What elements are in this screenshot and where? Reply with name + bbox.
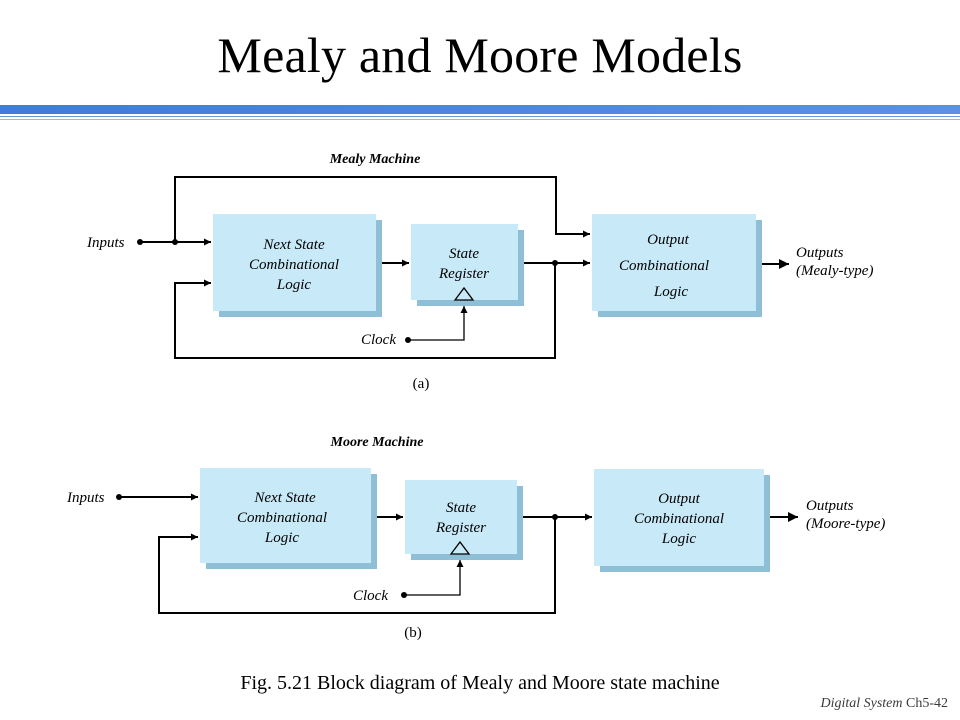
moore-output-line3: Logic (661, 531, 697, 547)
footer-page: Ch5-42 (906, 696, 948, 711)
moore-next-state-line2: Combinational (237, 510, 327, 526)
moore-state-register-block: State Register (405, 480, 523, 560)
mealy-next-state-block: Next State Combinational Logic (213, 214, 382, 317)
mealy-next-state-line2: Combinational (249, 257, 339, 273)
mealy-state-register-line2: Register (438, 266, 489, 282)
mealy-heading: Mealy Machine (329, 152, 421, 167)
moore-machine: Moore Machine Next State Combinational L… (66, 435, 885, 641)
mealy-output-line1: Output (647, 232, 690, 248)
moore-inputs-label: Inputs (66, 490, 105, 506)
moore-heading: Moore Machine (330, 435, 424, 450)
footer-course: Digital System (820, 696, 903, 711)
moore-next-state-block: Next State Combinational Logic (200, 468, 377, 569)
title-rule-thin-lower (0, 119, 960, 120)
mealy-sublabel: (a) (413, 376, 430, 392)
mealy-machine: Mealy Machine Next State Combinational L… (86, 152, 873, 392)
moore-clock-label: Clock (353, 588, 388, 604)
mealy-clock-triangle-icon (453, 286, 475, 301)
moore-outputs-type-label: (Moore-type) (806, 516, 885, 532)
moore-clock-wire (404, 560, 464, 596)
moore-clock-triangle-icon (449, 540, 471, 555)
mealy-feedback-wire (174, 263, 556, 359)
mealy-next-state-line1: Next State (262, 237, 325, 253)
mealy-state-register-line1: State (449, 246, 479, 262)
title-rule-thin (0, 116, 960, 117)
mealy-inputs-label: Inputs (86, 235, 125, 251)
moore-output-line2: Combinational (634, 511, 724, 527)
moore-feedback-wire (158, 517, 556, 614)
moore-state-register-line2: Register (435, 520, 486, 536)
moore-outputs-label: Outputs (806, 498, 854, 514)
moore-state-register-line1: State (446, 500, 476, 516)
mealy-output-line2: Combinational (619, 258, 709, 274)
moore-output-block: Output Combinational Logic (594, 469, 770, 572)
title-rule-thick (0, 105, 960, 114)
moore-sublabel: (b) (404, 625, 422, 641)
slide-title: Mealy and Moore Models (217, 27, 743, 83)
mealy-outputs-type-label: (Mealy-type) (796, 263, 873, 279)
mealy-clock-wire (408, 306, 468, 341)
mealy-next-state-line3: Logic (276, 277, 312, 293)
moore-output-line1: Output (658, 491, 701, 507)
mealy-output-block: Output Combinational Logic (592, 214, 762, 317)
moore-next-state-line3: Logic (264, 530, 300, 546)
mealy-state-register-block: State Register (411, 224, 524, 306)
figure-caption: Fig. 5.21 Block diagram of Mealy and Moo… (240, 672, 720, 694)
slide-footer: Digital System Ch5-42 (820, 696, 948, 712)
mealy-output-line3: Logic (653, 284, 689, 300)
mealy-outputs-label: Outputs (796, 245, 844, 261)
mealy-input-bypass-wire (174, 176, 590, 242)
mealy-clock-label: Clock (361, 332, 396, 348)
moore-next-state-line1: Next State (253, 490, 316, 506)
